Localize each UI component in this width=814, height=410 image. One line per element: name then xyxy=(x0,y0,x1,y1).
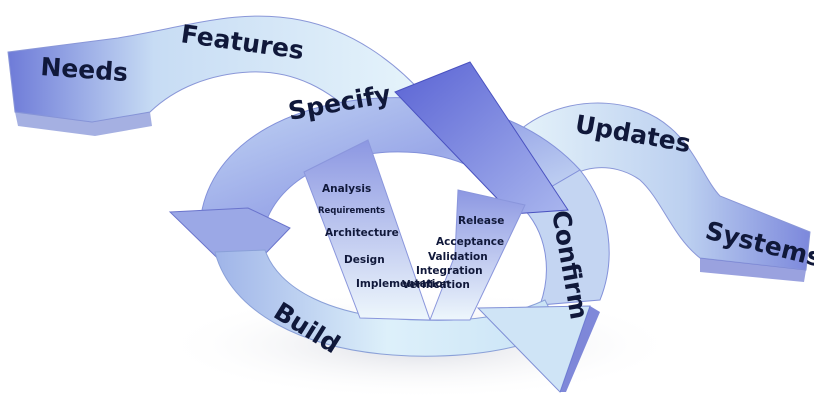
v-right-step-5: Verification xyxy=(402,279,470,291)
specify-arrow-head xyxy=(394,61,569,215)
v-right-step-2: Acceptance xyxy=(436,236,504,248)
incoming-arrow-side xyxy=(15,112,152,136)
confirm-arrow-head-side xyxy=(560,306,600,392)
v-right-step-1: Release xyxy=(458,215,504,227)
outgoing-arrow xyxy=(499,102,811,271)
v-left-step-5: Implementation xyxy=(356,278,450,290)
v-left-step-4: Design xyxy=(344,254,385,266)
v-right-step-3: Validation xyxy=(428,251,488,263)
v-left-step-3: Architecture xyxy=(325,227,399,239)
needs-label: Needs xyxy=(40,52,129,87)
v-left-step-2: Requirements xyxy=(318,206,385,216)
v-right-step-4: Integration xyxy=(416,265,483,277)
v-left-step-1: Analysis xyxy=(322,183,371,195)
v-right-arm xyxy=(429,189,526,321)
outgoing-arrow-side xyxy=(700,258,806,282)
